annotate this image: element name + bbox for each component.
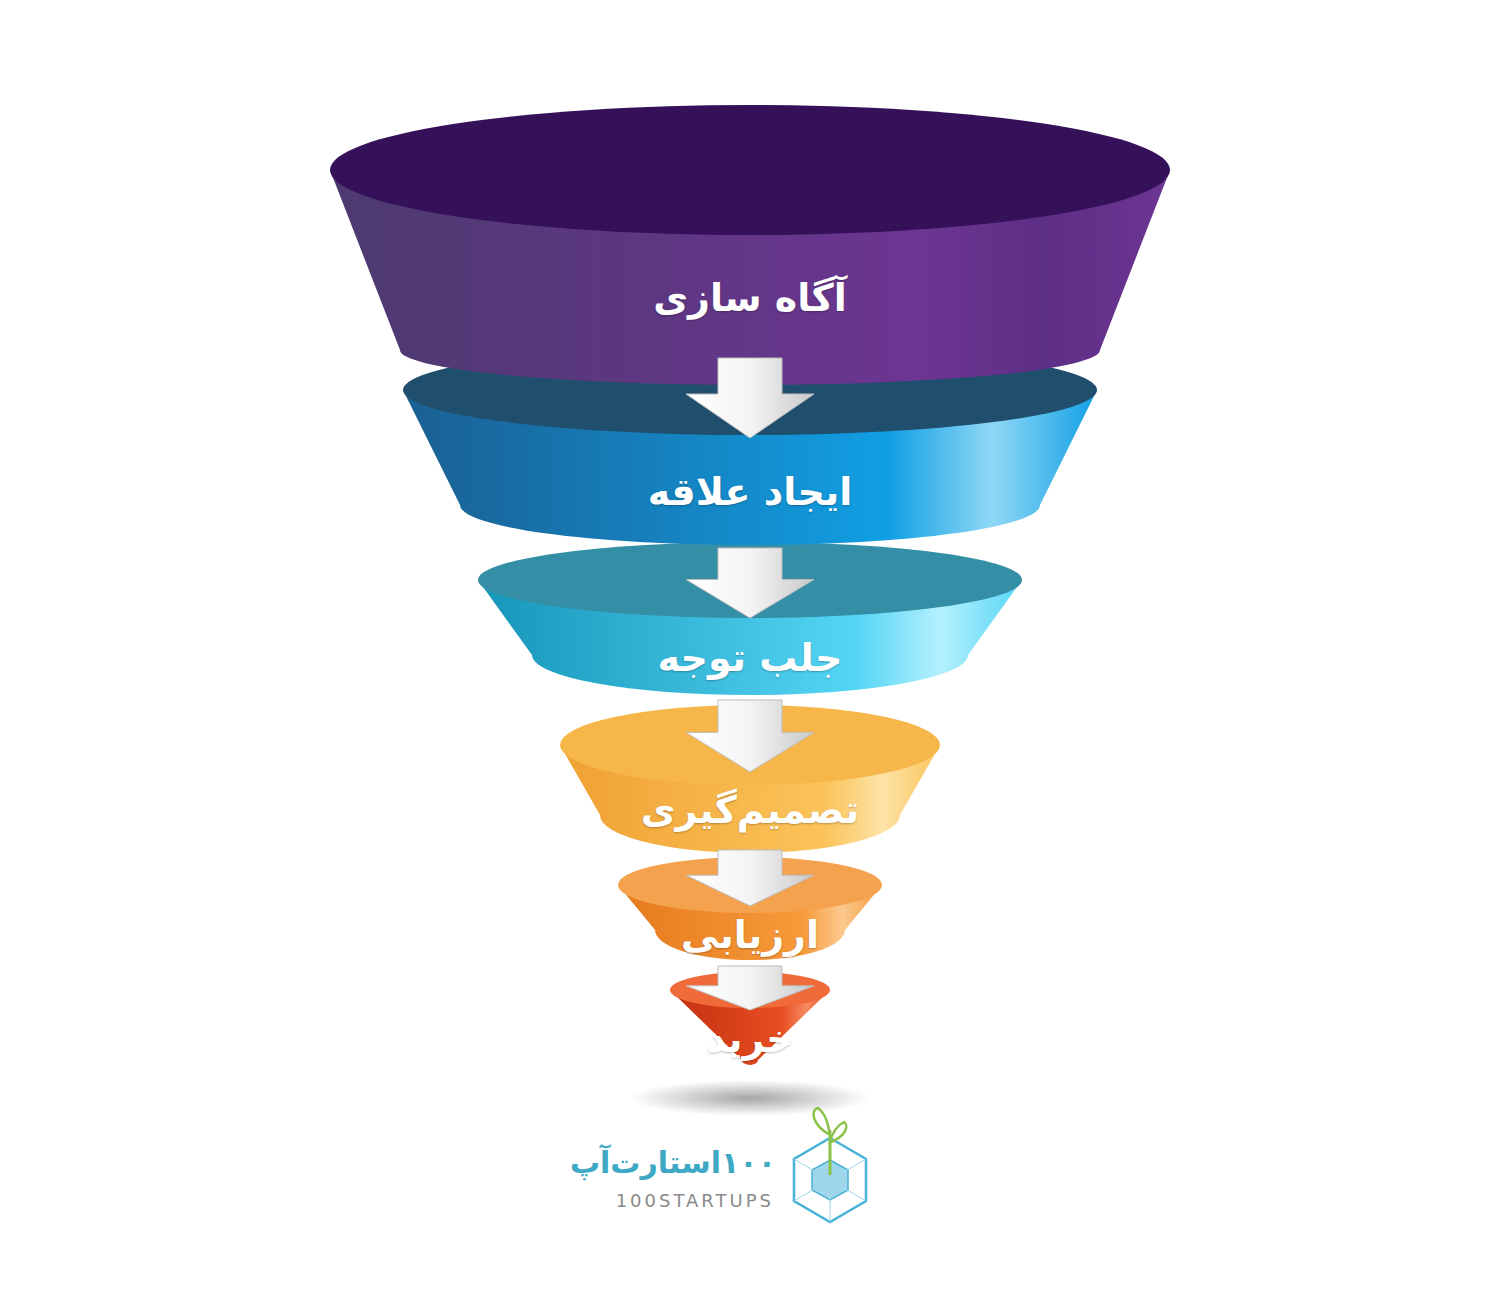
arrow-shape — [686, 358, 814, 438]
funnel-band: ارزیابی — [635, 906, 865, 966]
funnel-band: آگاه سازی — [430, 240, 1070, 358]
stage-label: ایجاد علاقه — [648, 470, 852, 516]
stage-label: تصمیم‌گیری — [641, 788, 860, 834]
funnel-band: خرید — [670, 1010, 830, 1070]
flow-arrow — [686, 548, 814, 618]
logo-text: 100STARTUPS — [616, 1190, 774, 1211]
logo-icon — [794, 1108, 866, 1222]
flow-arrow — [686, 850, 814, 906]
arrow-shape — [686, 700, 814, 772]
flow-arrow — [686, 358, 814, 438]
funnel-band-rim — [478, 542, 1022, 618]
arrow-shape — [686, 966, 814, 1010]
funnel-band: جلب توجه — [535, 618, 965, 700]
stage-label: جلب توجه — [658, 636, 843, 682]
arrow-shape — [686, 850, 814, 906]
stage-label: ارزیابی — [681, 913, 819, 959]
stage-label: آگاه سازی — [653, 276, 846, 322]
funnel-band-rim — [330, 105, 1170, 235]
arrow-shape — [686, 548, 814, 618]
flow-arrow — [686, 700, 814, 772]
funnel-band: ایجاد علاقه — [470, 438, 1030, 548]
funnel-band: تصمیم‌گیری — [585, 772, 915, 850]
stage-label: خرید — [706, 1017, 793, 1063]
flow-arrow — [686, 966, 814, 1010]
logo-text: ۱۰۰استارت‌آپ — [570, 1145, 776, 1180]
